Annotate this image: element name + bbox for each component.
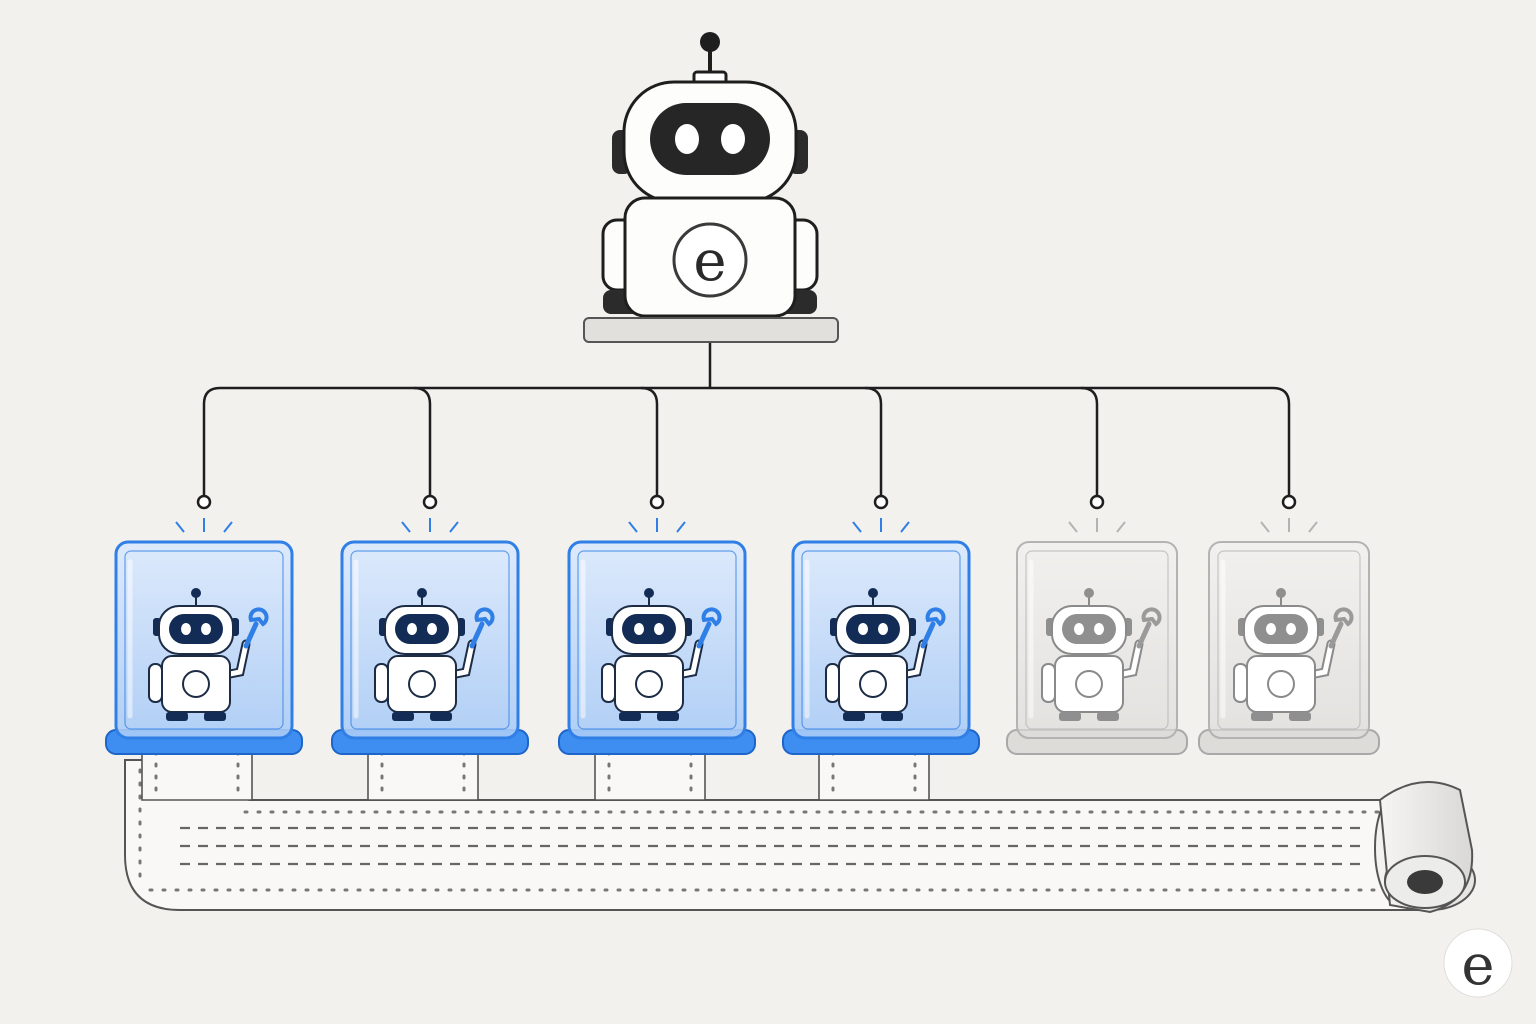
worker-robot bbox=[1233, 588, 1354, 721]
wrench-icon bbox=[243, 621, 259, 649]
connector-node bbox=[873, 494, 889, 510]
wrench-icon bbox=[920, 621, 936, 649]
orchestrator-robot: e bbox=[583, 32, 839, 343]
worker-capsule bbox=[782, 518, 980, 801]
worker-robot bbox=[374, 588, 495, 721]
worker-robot bbox=[1041, 588, 1162, 721]
connector-branch bbox=[864, 386, 883, 495]
signal-icon bbox=[401, 518, 459, 533]
worker-capsule bbox=[558, 518, 756, 801]
paper-roll bbox=[1374, 781, 1476, 914]
signal-icon bbox=[175, 518, 233, 533]
worker-row bbox=[105, 518, 1380, 801]
worker-robot bbox=[825, 588, 946, 721]
wrench-icon bbox=[696, 621, 712, 649]
worker-capsule bbox=[331, 518, 529, 801]
connector-node bbox=[196, 494, 212, 510]
orchestrator-emblem bbox=[672, 222, 748, 298]
connector-branch bbox=[413, 386, 432, 495]
wrench-icon bbox=[469, 621, 485, 649]
connector-bus bbox=[202, 386, 1291, 500]
signal-icon bbox=[1068, 518, 1126, 533]
connector-branch bbox=[640, 386, 659, 495]
connector-node bbox=[1089, 494, 1105, 510]
connector-tree bbox=[196, 342, 1297, 510]
orchestrator-stand bbox=[583, 317, 839, 343]
signal-icon bbox=[1260, 518, 1318, 533]
corner-logo-letter: e bbox=[1461, 933, 1494, 998]
connector-node bbox=[649, 494, 665, 510]
tape-strip bbox=[124, 759, 1421, 911]
worker-robot bbox=[148, 588, 269, 721]
worker-capsule bbox=[105, 518, 303, 801]
signal-icon bbox=[852, 518, 910, 533]
corner-logo: e bbox=[1443, 928, 1513, 998]
connector-branch bbox=[1080, 386, 1099, 495]
paper-tape bbox=[124, 759, 1476, 914]
worker-capsule bbox=[1006, 518, 1188, 755]
worker-capsule bbox=[1198, 518, 1380, 755]
wrench-icon bbox=[1136, 621, 1152, 649]
orchestrator-emblem-letter: e bbox=[693, 229, 726, 294]
worker-robot bbox=[601, 588, 722, 721]
connector-node bbox=[1281, 494, 1297, 510]
wrench-icon bbox=[1328, 621, 1344, 649]
connector-node bbox=[422, 494, 438, 510]
signal-icon bbox=[628, 518, 686, 533]
